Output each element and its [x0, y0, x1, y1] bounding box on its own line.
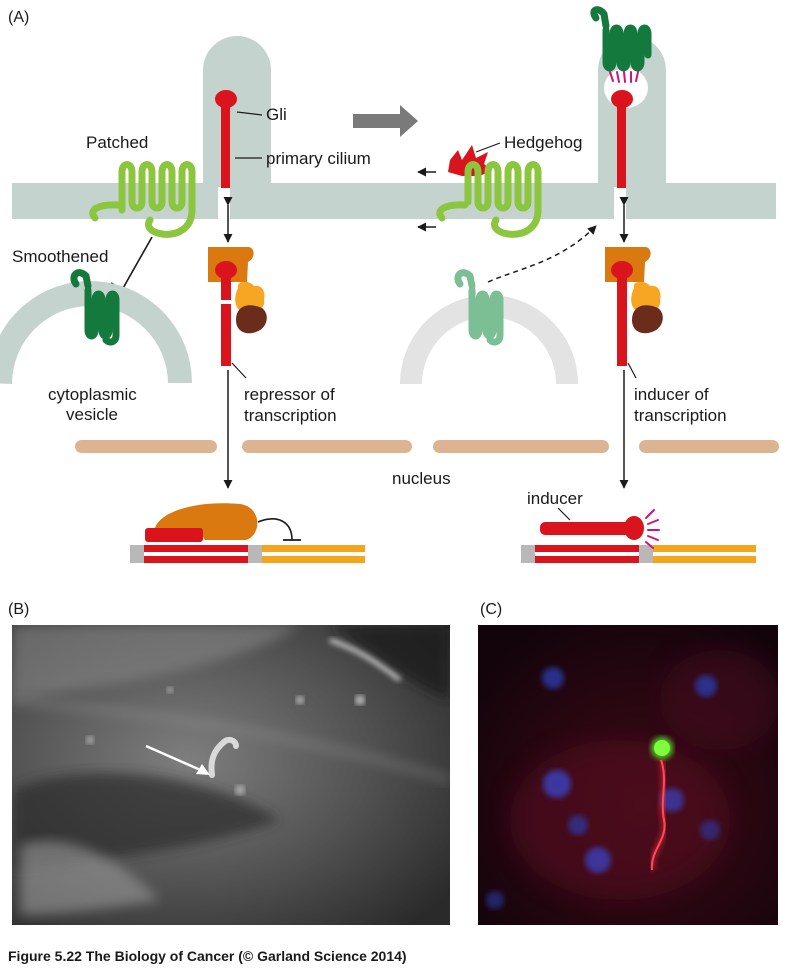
inducer-of-label-2: transcription — [634, 406, 727, 425]
vesicle-label: vesicle — [66, 405, 118, 424]
primary-cilium-label: primary cilium — [266, 149, 371, 168]
gli-protein-right — [611, 90, 633, 188]
repressor-label-2: transcription — [244, 406, 337, 425]
transcription-block — [257, 518, 293, 541]
patched-receptor-right — [436, 161, 542, 238]
repressor-label: repressor of — [244, 385, 335, 404]
smoothened-faded-right — [454, 269, 504, 346]
inducer-of-leader — [627, 362, 637, 379]
panel-b-label: (B) — [8, 601, 29, 618]
inducer-label: inducer — [527, 489, 583, 508]
inducer-leader — [557, 507, 571, 521]
gli-inducer-complex — [605, 247, 663, 366]
cilium-pointer-arrow — [145, 744, 206, 774]
inducer-bound-dna — [540, 516, 644, 540]
gli-repressor-complex — [208, 247, 267, 366]
gli-leader — [236, 111, 263, 116]
smoothened-translocation-arrow — [487, 225, 597, 283]
inducer-of-label: inducer of — [634, 385, 709, 404]
basal-body-green — [654, 740, 670, 756]
repressor-leader — [231, 362, 247, 379]
cilium-axoneme-red — [650, 759, 666, 871]
hedgehog-label: Hedgehog — [504, 133, 582, 152]
activation-sparks-cilium — [609, 71, 639, 83]
dna-induced — [521, 545, 756, 563]
nuclear-envelope — [75, 440, 779, 453]
smoothened-receptor-cilium — [590, 6, 652, 72]
cytoplasmic-label: cytoplasmic — [48, 385, 137, 404]
gli-label: Gli — [266, 105, 287, 124]
smoothened-label: Smoothened — [12, 247, 108, 266]
cytoplasmic-vesicle-right — [400, 295, 578, 384]
patched-label: Patched — [86, 133, 148, 152]
figure-caption: Figure 5.22 The Biology of Cancer (© Gar… — [8, 948, 407, 964]
smoothened-receptor-left — [70, 269, 120, 346]
panel-c-label: (C) — [480, 601, 502, 618]
patched-inhibits-smoothened — [121, 236, 153, 291]
activation-sparks-dna — [645, 509, 660, 549]
transition-arrow — [353, 105, 418, 137]
repressor-bound-dna — [145, 503, 258, 542]
right-cell-membrane — [410, 36, 776, 219]
cytoplasmic-vesicle-left — [0, 281, 192, 384]
dna-repressed — [130, 545, 365, 563]
fluorescence-micrograph — [478, 625, 778, 925]
hedgehog-leader — [475, 142, 501, 153]
cilium-sem — [208, 736, 239, 778]
nucleus-label: nucleus — [392, 469, 451, 488]
cilium-pointer-head — [196, 764, 210, 775]
patched-receptor-left — [89, 161, 196, 238]
panel-a-label: (A) — [8, 9, 29, 26]
sem-micrograph — [12, 625, 450, 925]
gli-protein-left — [215, 90, 237, 188]
